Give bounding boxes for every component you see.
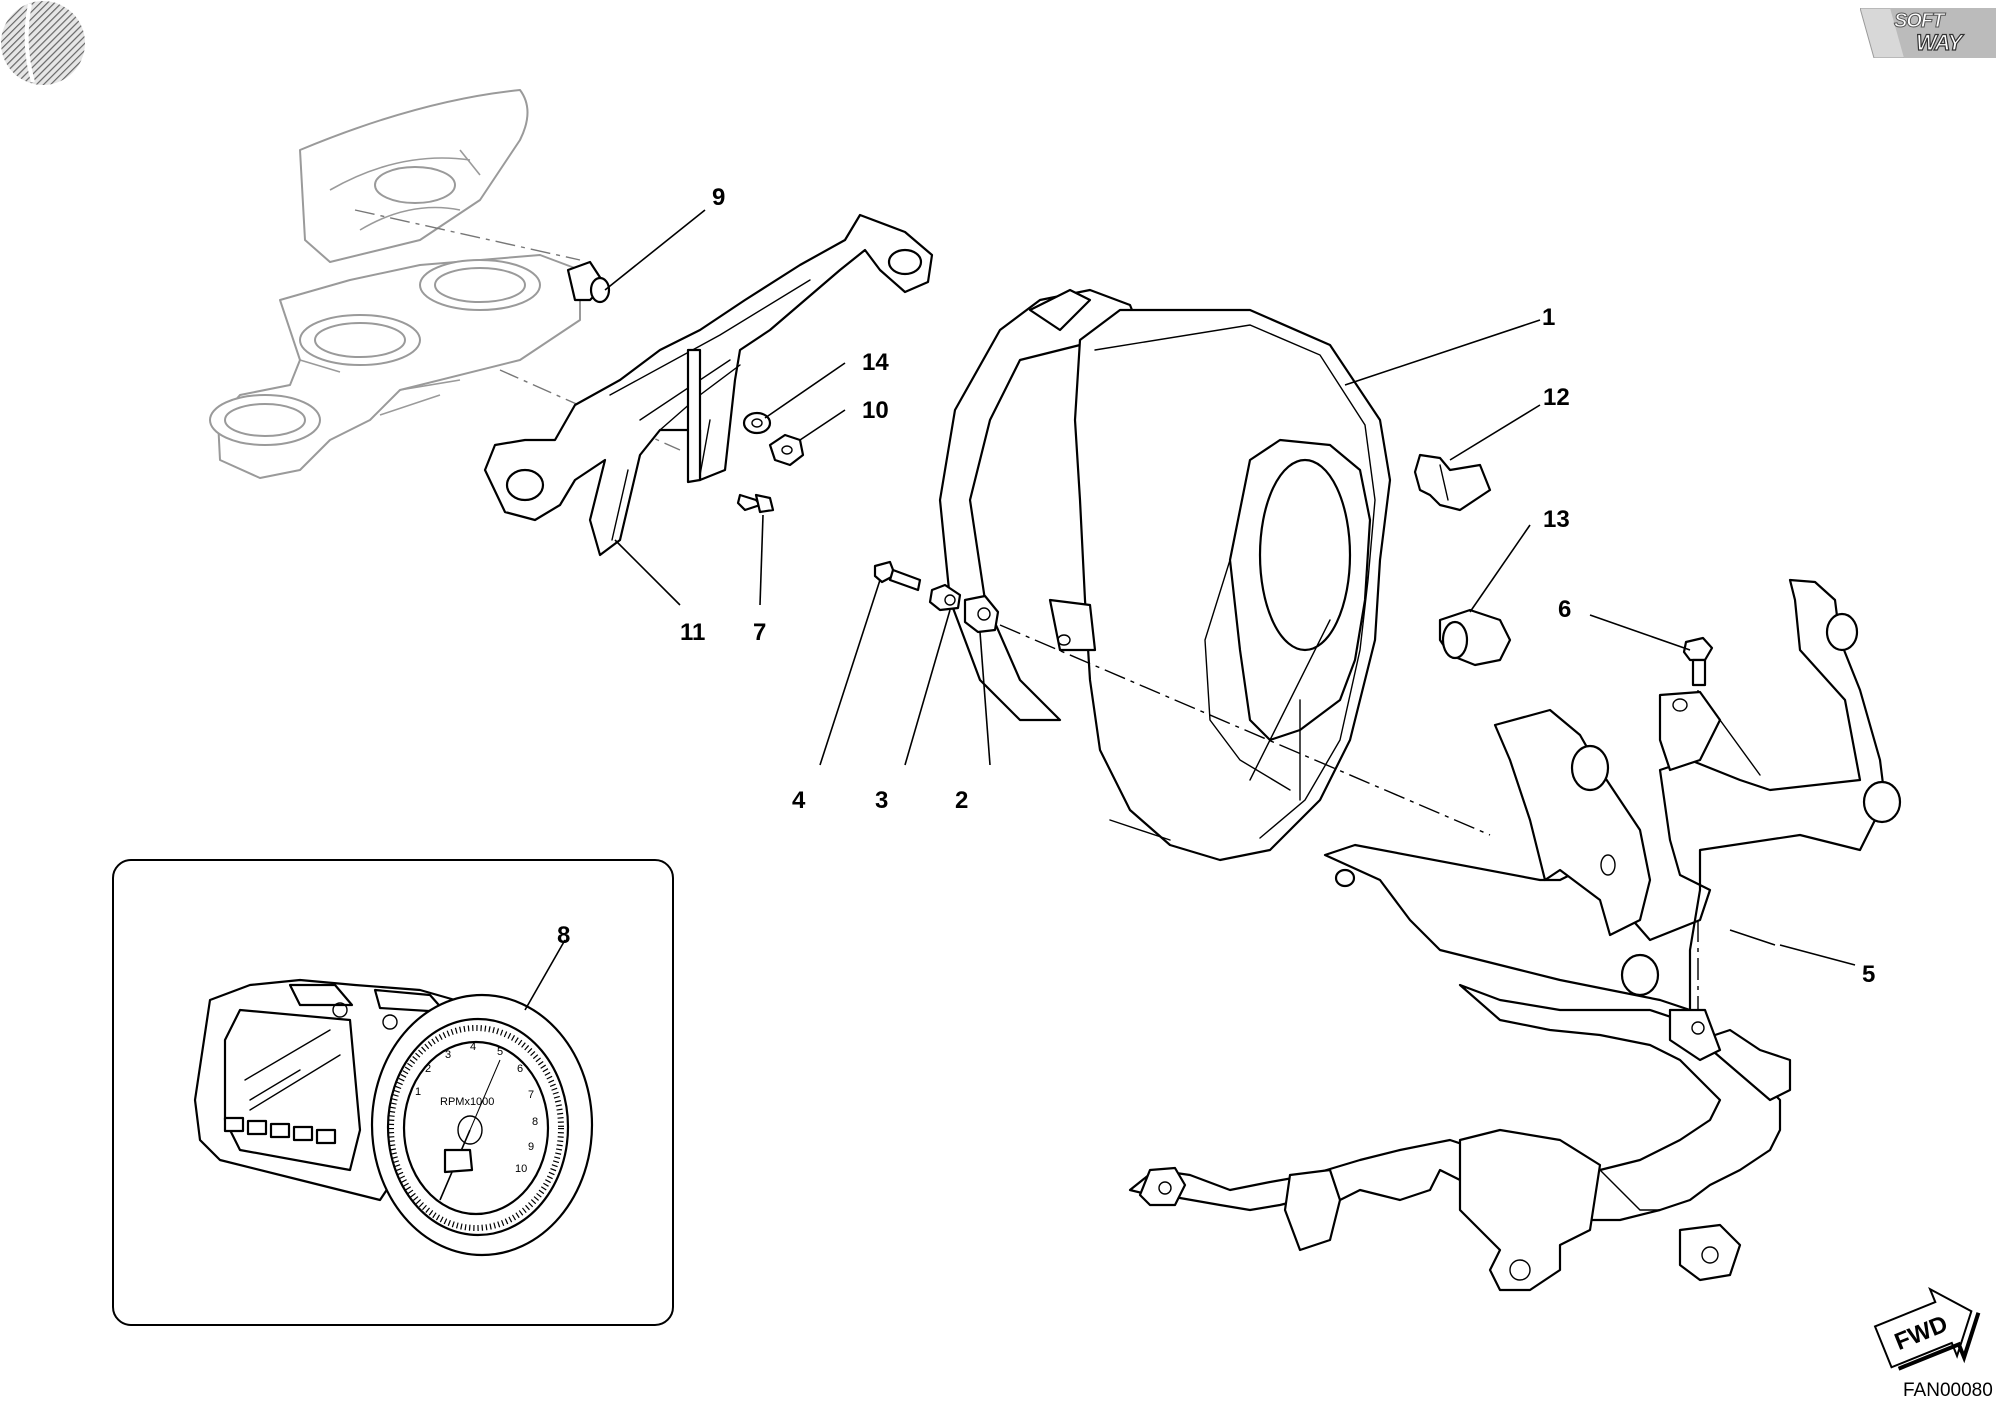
- callout-1: 1: [1542, 304, 1555, 331]
- bulb-part-13: [1438, 608, 1512, 667]
- svg-text:4: 4: [470, 1041, 476, 1053]
- callout-14: 14: [862, 349, 889, 376]
- inset-box: [112, 859, 674, 1326]
- bulb-part-12: [1413, 453, 1492, 512]
- svg-text:2: 2: [425, 1063, 431, 1075]
- headlight-support-part-5: [1323, 578, 1902, 1012]
- headlight-part-1: [938, 288, 1392, 862]
- callout-11: 11: [680, 619, 705, 646]
- logo-line-2: WAY: [1915, 29, 1963, 55]
- svg-text:7: 7: [528, 1089, 534, 1101]
- screw-part-4: [873, 560, 922, 592]
- svg-text:8: 8: [532, 1116, 538, 1128]
- softway-logo: SOFT WAY: [1860, 8, 1996, 58]
- nut-part-10: [768, 433, 805, 467]
- callout-13: 13: [1543, 506, 1570, 533]
- instrument-bracket-part-11: [483, 213, 934, 557]
- svg-text:3: 3: [445, 1049, 451, 1061]
- callout-6: 6: [1558, 596, 1571, 623]
- leader-lines: [524, 209, 1856, 1011]
- steering-head-ghost: [209, 89, 681, 479]
- spacer-part-9: [566, 260, 611, 304]
- svg-text:6: 6: [517, 1063, 523, 1075]
- svg-text:9: 9: [528, 1141, 534, 1153]
- callout-7: 7: [753, 619, 766, 646]
- callout-8: 8: [557, 922, 570, 949]
- callout-5: 5: [1862, 961, 1875, 988]
- callout-2: 2: [955, 787, 968, 814]
- emblem-icon: [1, 1, 85, 85]
- svg-text:5: 5: [497, 1046, 503, 1058]
- screw-part-7: [736, 493, 775, 514]
- callout-4: 4: [792, 787, 806, 814]
- washer-part-14: [742, 411, 772, 435]
- svg-text:1: 1: [415, 1086, 421, 1098]
- grommet-part-2: [963, 594, 1000, 634]
- callout-9: 9: [712, 184, 725, 211]
- callout-10: 10: [862, 397, 889, 424]
- frame-tube: [1128, 983, 1792, 1292]
- screw-part-6: [1682, 636, 1714, 687]
- logo-line-1: SOFT: [1893, 10, 1944, 33]
- callout-12: 12: [1543, 384, 1570, 411]
- callout-3: 3: [875, 787, 888, 814]
- svg-text:RPMx1000: RPMx1000: [440, 1096, 494, 1108]
- drawing-code: FAN00080: [1903, 1380, 1993, 1401]
- fwd-arrow-icon: FWD: [1873, 1286, 1981, 1371]
- callout-labels: 1 2 3 4 5 6 7 8 9 10 11 12 13 14: [557, 184, 1875, 988]
- bushing-part-3: [928, 583, 962, 612]
- instrument-panel-part-8: 1 2 3 4 5 6 7 8 9 10 RPMx1000: [193, 978, 594, 1257]
- svg-text:10: 10: [515, 1163, 527, 1175]
